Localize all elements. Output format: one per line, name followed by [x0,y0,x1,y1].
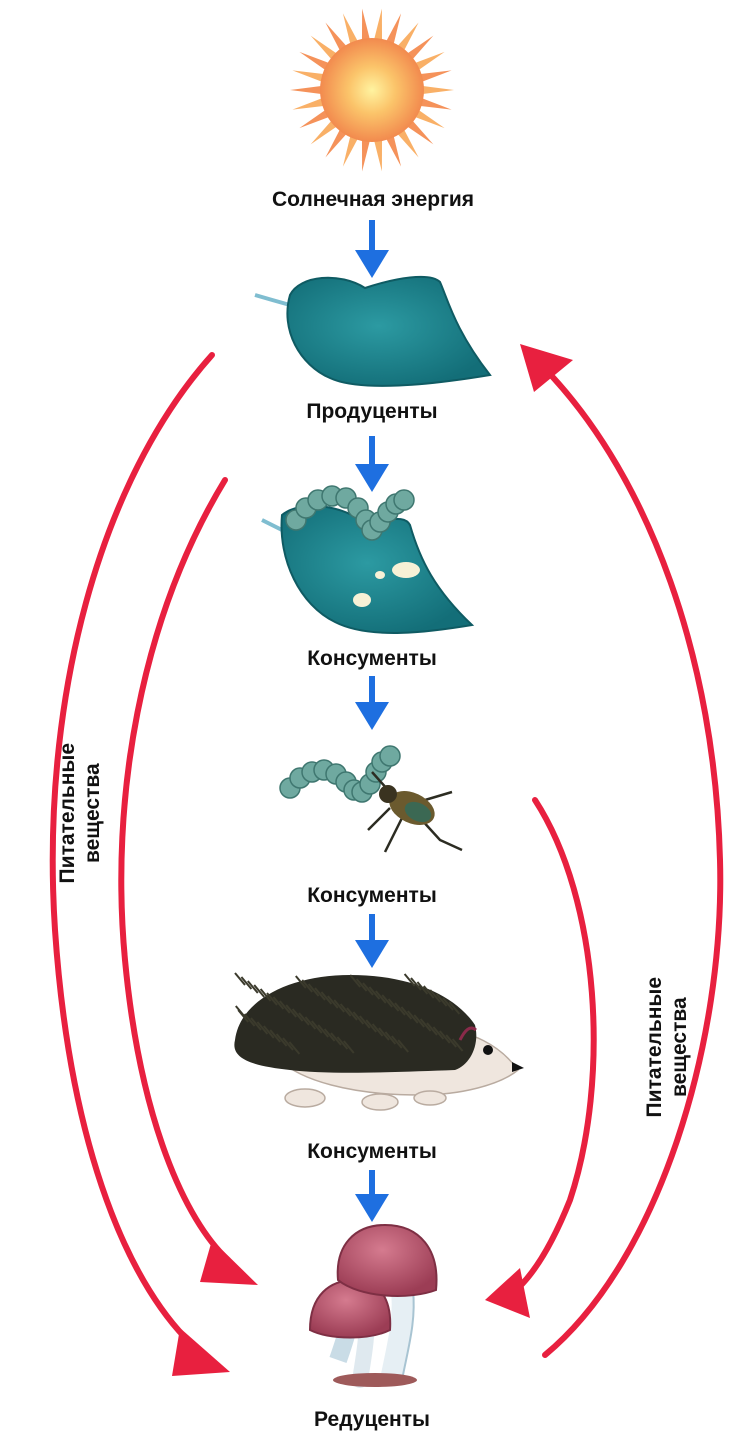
side-label-right-line1: Питательные [642,962,667,1132]
nutrient-arrow-right-outer [520,344,720,1355]
sun-icon [290,9,454,172]
side-label-left-line1: Питательные [55,728,80,898]
nutrient-arrows [53,344,721,1376]
flow-arrow-consumers-to-consumers-2 [355,914,389,968]
flow-arrow-sun-to-producers [355,220,389,278]
label-consumers-3: Консументы [307,1140,437,1163]
caterpillar-on-leaf-icon [262,486,472,633]
flow-arrow-consumers-to-decomposers [355,1170,389,1222]
nutrient-arrow-left-inner [121,480,258,1285]
mushrooms-icon [310,1225,437,1387]
label-consumers-2: Консументы [307,884,437,907]
hedgehog-icon [234,973,524,1110]
label-sun-energy: Солнечная энергия [272,188,474,211]
side-label-right: Питательные вещества [642,962,692,1132]
leaf-icon [255,277,490,386]
beetle-icon [280,746,462,852]
side-label-right-line2: вещества [667,962,692,1132]
flow-arrow-producers-to-consumers [355,436,389,492]
flow-arrow-consumers-to-consumers-1 [355,676,389,730]
label-producers: Продуценты [306,400,437,423]
side-label-left-line2: вещества [80,728,105,898]
side-label-left: Питательные вещества [55,728,105,898]
label-consumers-1: Консументы [307,647,437,670]
label-decomposers: Редуценты [314,1408,430,1431]
